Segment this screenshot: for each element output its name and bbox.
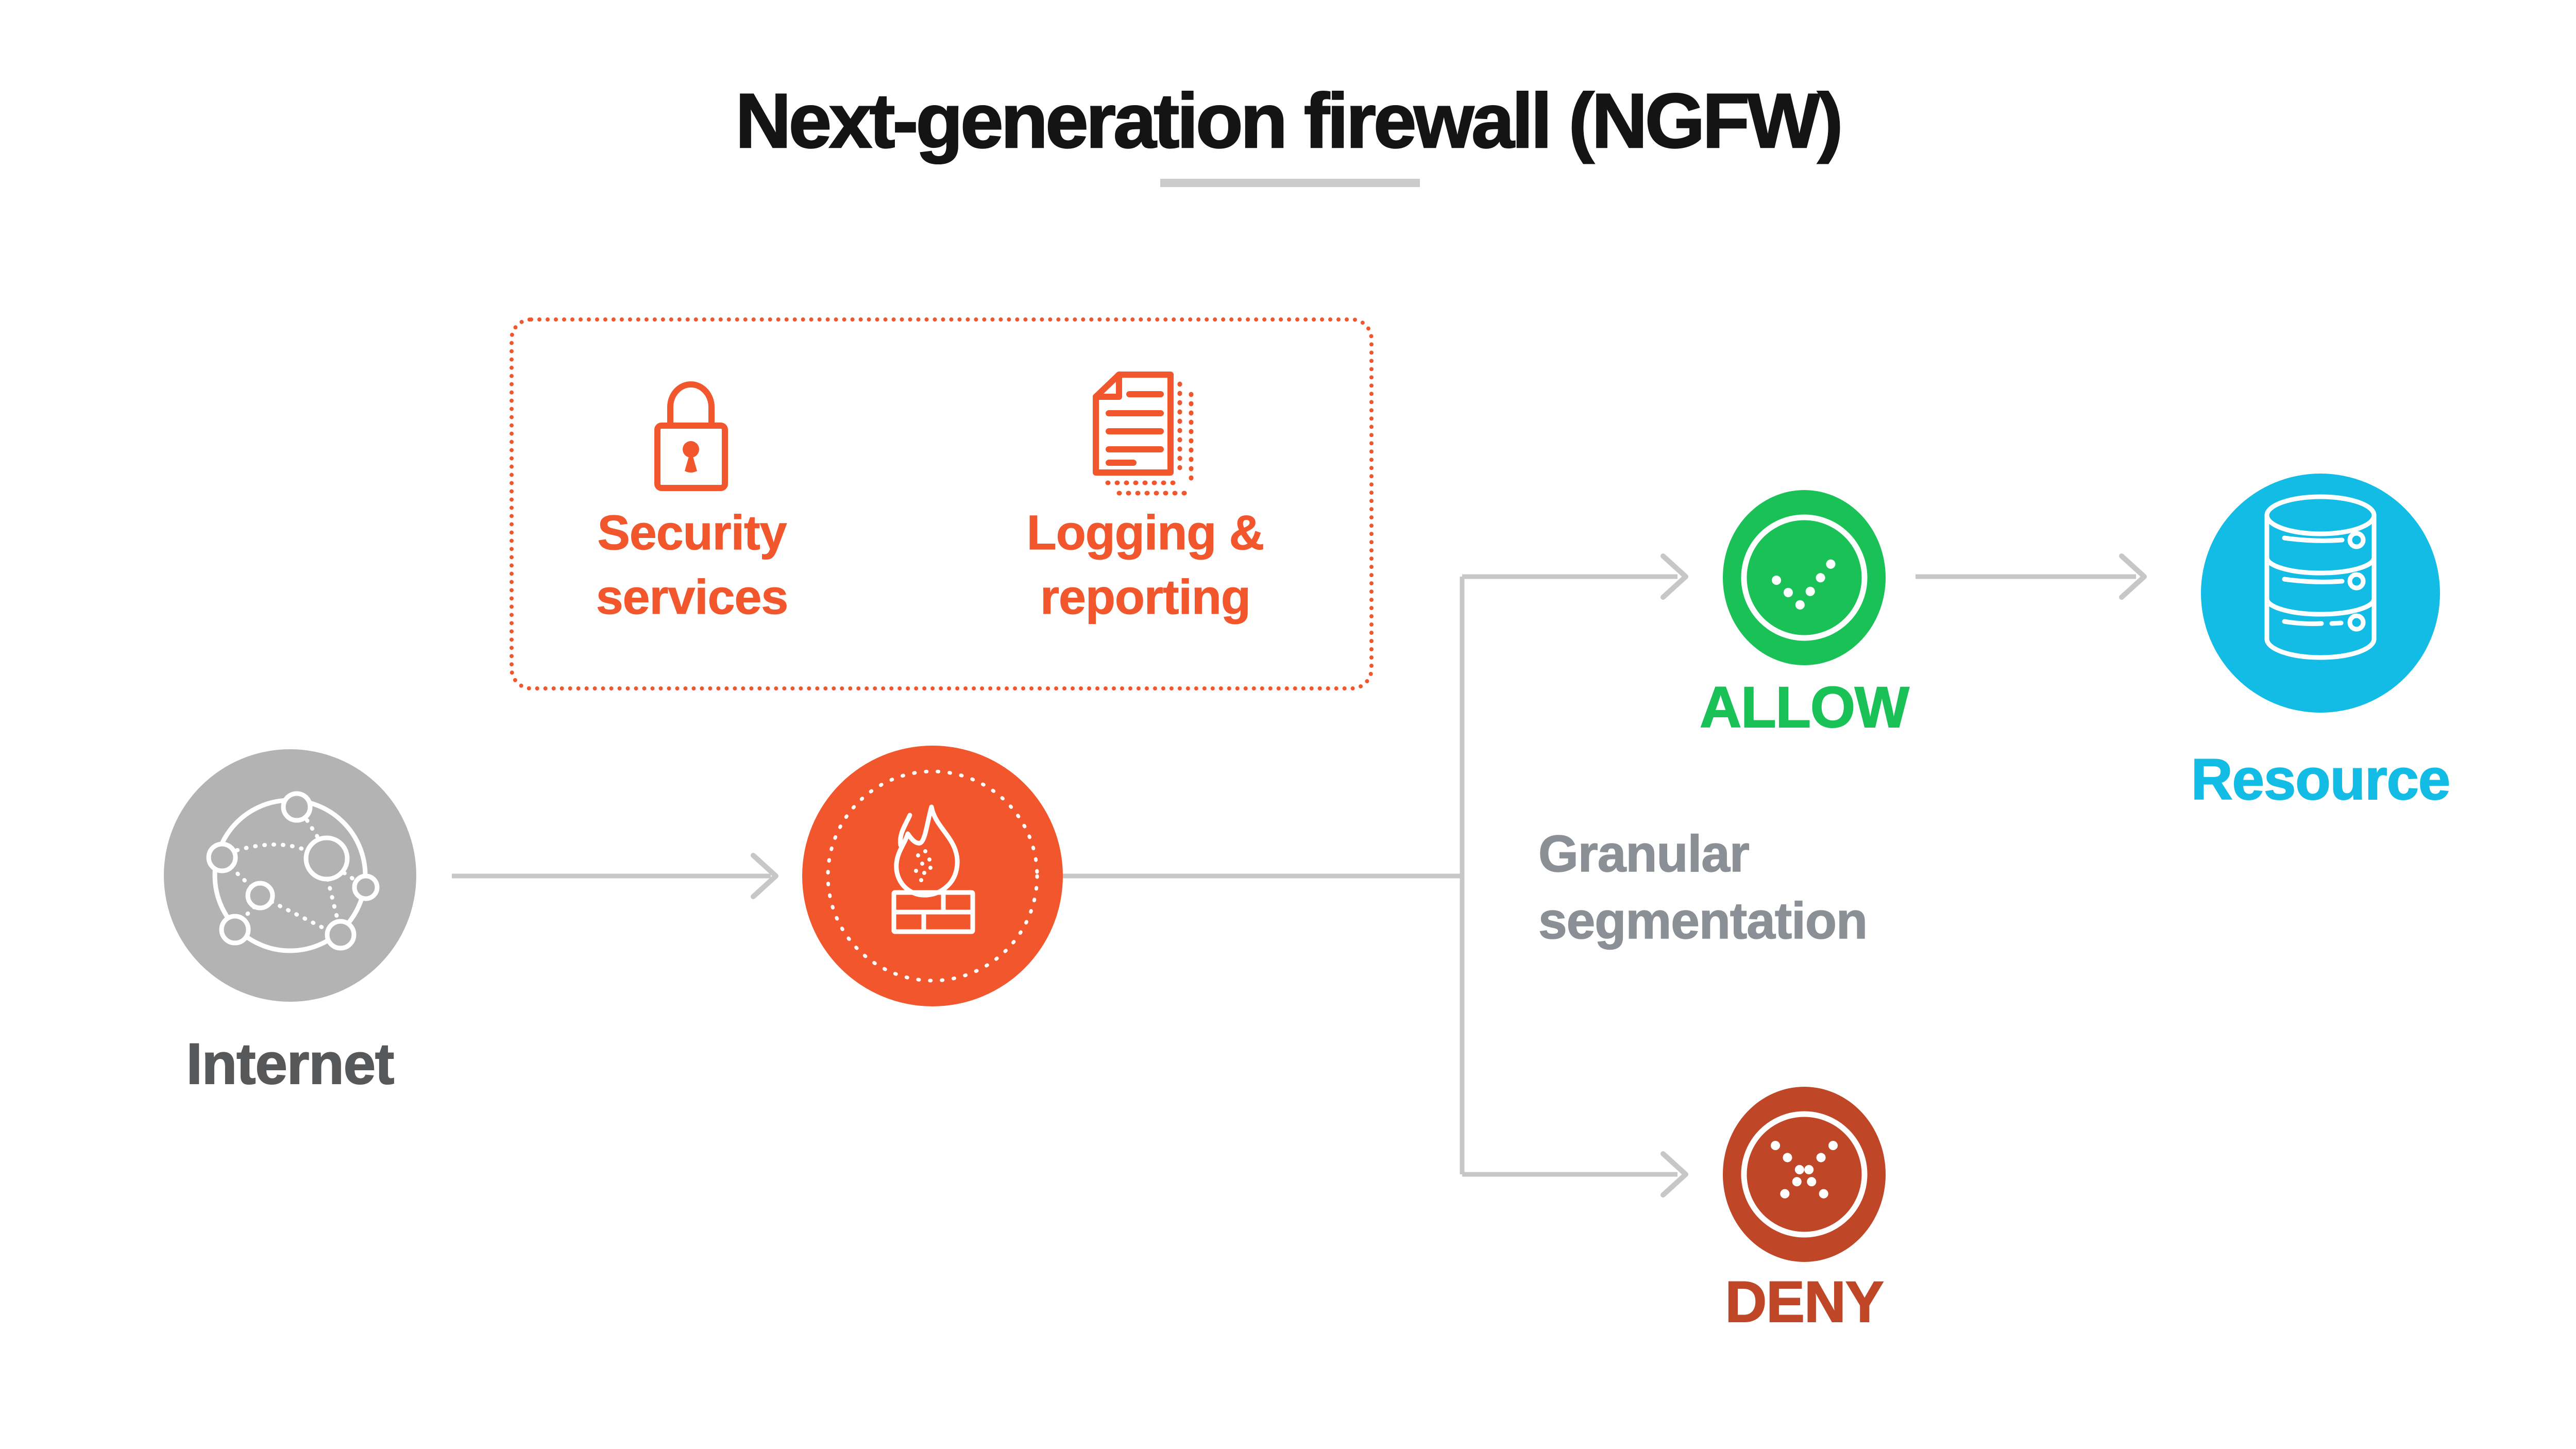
granular-segmentation-label: Granular segmentation [1538, 824, 1868, 950]
database-icon [2264, 494, 2377, 660]
x-icon [1771, 1141, 1838, 1208]
firewall-services-box [510, 317, 1374, 690]
security-services-label: Security services [596, 506, 788, 625]
logging-reporting-label: Logging & reporting [1026, 506, 1265, 625]
connector-branch-allow [1462, 553, 1688, 600]
check-icon [1772, 547, 1845, 612]
resource-node [2201, 474, 2440, 713]
internet-label: Internet [186, 1031, 395, 1097]
arrowhead-icon [2119, 553, 2147, 600]
resource-label: Resource [2191, 747, 2451, 812]
connector-internet-firewall [452, 853, 778, 899]
arrowhead-icon [1660, 553, 1688, 600]
firewall-flame-icon [891, 804, 975, 934]
deny-label: DENY [1724, 1269, 1884, 1335]
allow-node [1723, 490, 1886, 665]
arrowhead-icon [1660, 1151, 1688, 1198]
page-title: Next-generation firewall (NGFW) [735, 77, 1844, 165]
connector-branch-deny [1462, 1151, 1688, 1198]
internet-node [164, 749, 416, 1002]
title-underline [1160, 179, 1420, 187]
connector-allow-resource [1916, 553, 2147, 600]
arrowhead-icon [751, 853, 778, 899]
firewall-node [802, 746, 1063, 1006]
deny-node [1723, 1087, 1886, 1262]
allow-label: ALLOW [1699, 675, 1910, 740]
network-icon [206, 791, 380, 953]
